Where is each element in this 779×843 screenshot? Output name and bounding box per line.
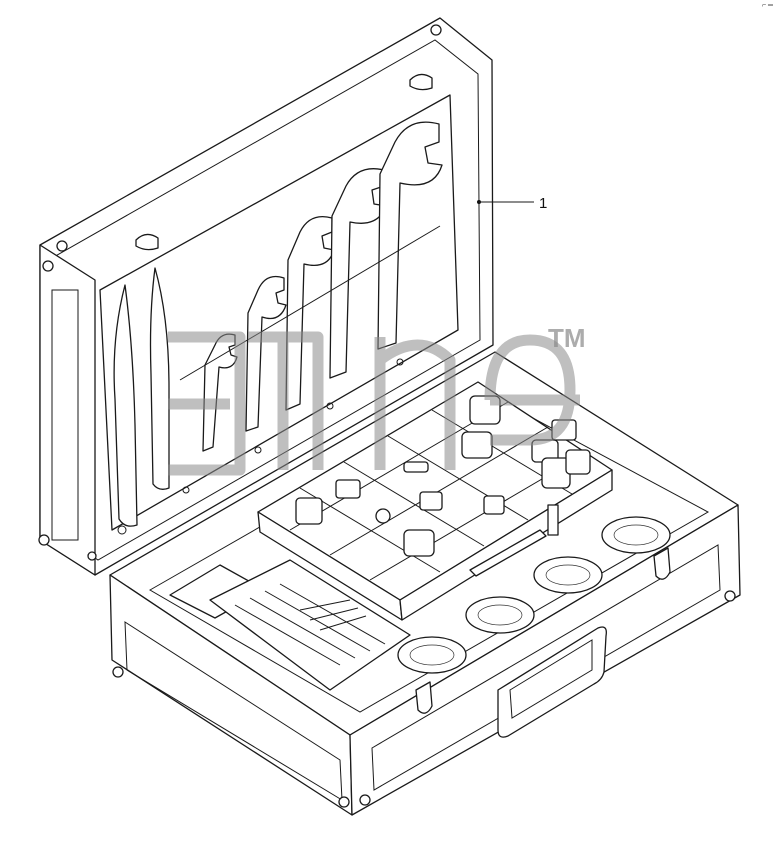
watermark-logo: TM	[168, 323, 586, 476]
callout-label: 1	[539, 195, 547, 212]
pliers	[113, 284, 138, 527]
hex-key-pouch	[169, 559, 411, 691]
tool-pouch	[99, 94, 459, 535]
watermark-mark: TM	[548, 323, 586, 353]
coiled-hoses	[397, 516, 671, 674]
corner-mark: ⌐ ═	[762, 2, 773, 9]
case-latch-right	[653, 547, 671, 580]
callout-1: 1	[477, 195, 547, 212]
lid-latch-left	[135, 233, 159, 251]
fitting-parts	[295, 395, 591, 557]
case-latch-left	[415, 681, 433, 714]
lid-latch-right	[409, 73, 433, 91]
wrench-set	[202, 121, 443, 452]
